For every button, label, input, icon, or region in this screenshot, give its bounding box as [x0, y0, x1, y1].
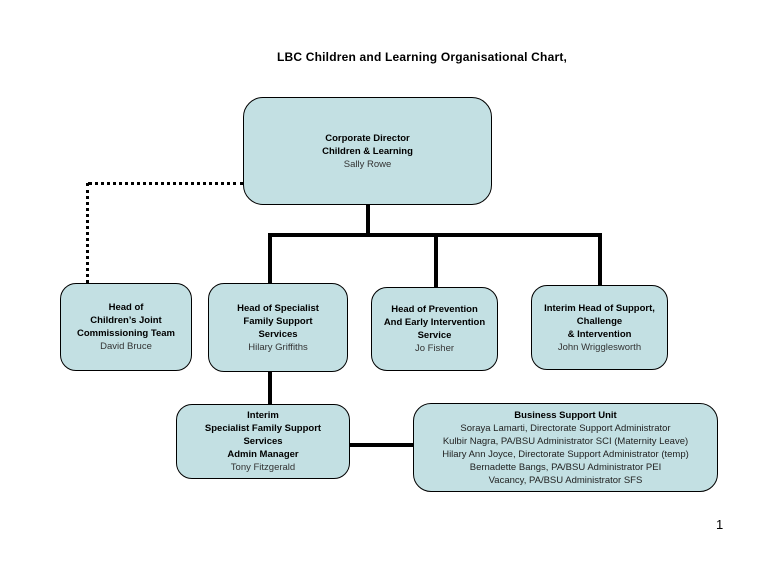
node-role-line: Children’s Joint	[90, 315, 162, 326]
node-role-line: Corporate Director	[325, 132, 410, 144]
connector-drop-specialist	[268, 233, 272, 283]
node-role-line: Commissioning Team	[76, 328, 175, 339]
connector-admin-to-bsu	[350, 443, 413, 447]
node-person-name: Sally Rowe	[343, 158, 392, 170]
node-role-line: Services	[258, 328, 298, 340]
node-role-line: Head of Specialist	[237, 302, 319, 314]
node-role-line: Services	[243, 436, 283, 447]
node-role-line: Interim	[247, 410, 279, 421]
node-member-line: Hilary Ann Joyce, Directorate Support Ad…	[442, 448, 689, 460]
node-admin-manager: Interim Specialist Family Support Servic…	[176, 404, 350, 479]
node-support-challenge-intervention: Interim Head of Support, Challenge & Int…	[531, 285, 668, 370]
connector-top-vertical	[366, 204, 370, 237]
node-prevention-early-intervention: Head of Prevention And Early Interventio…	[371, 287, 498, 371]
node-role-line: Children & Learning	[322, 145, 413, 157]
connector-specialist-to-admin	[268, 371, 272, 404]
node-member-line: Bernadette Bangs, PA/BSU Administrator P…	[469, 461, 662, 473]
node-person-name: John Wrigglesworth	[557, 341, 642, 353]
connector-dotted-horizontal	[88, 182, 244, 185]
node-specialist-family-support: Head of Specialist Family Support Servic…	[208, 283, 348, 372]
node-role-line: Head of	[108, 302, 144, 313]
node-person-name: Hilary Griffiths	[248, 341, 308, 353]
chart-title: LBC Children and Learning Organisational…	[276, 50, 568, 64]
node-role-line: Service	[417, 330, 452, 341]
node-joint-commissioning: Head of Children’s Joint Commissioning T…	[60, 283, 192, 371]
node-role-line: Family Support	[243, 315, 313, 327]
node-role-line: Challenge	[576, 315, 623, 327]
node-member-line: Soraya Lamarti, Directorate Support Admi…	[460, 422, 671, 434]
node-member-line: Vacancy, PA/BSU Administrator SFS	[488, 474, 643, 486]
node-person-name: Tony Fitzgerald	[230, 462, 296, 473]
page-number: 1	[716, 517, 724, 532]
node-role-line: Specialist Family Support	[204, 423, 322, 434]
node-role-line: And Early Intervention	[383, 317, 486, 328]
node-person-name: David Bruce	[100, 341, 152, 352]
node-role-line: Admin Manager	[227, 449, 299, 460]
node-person-name: Jo Fisher	[414, 343, 455, 354]
connector-drop-prevention	[434, 233, 438, 287]
node-business-support-unit: Business Support Unit Soraya Lamarti, Di…	[413, 403, 718, 492]
node-role-line: & Intervention	[567, 328, 632, 340]
node-corporate-director: Corporate Director Children & Learning S…	[243, 97, 492, 205]
node-member-line: Kulbir Nagra, PA/BSU Administrator SCI (…	[442, 435, 689, 447]
node-role-line: Interim Head of Support,	[544, 302, 655, 314]
connector-dotted-vertical	[86, 183, 89, 283]
node-role-line: Head of Prevention	[391, 304, 478, 315]
node-role-line: Business Support Unit	[514, 409, 617, 421]
connector-drop-support-challenge	[598, 233, 602, 285]
